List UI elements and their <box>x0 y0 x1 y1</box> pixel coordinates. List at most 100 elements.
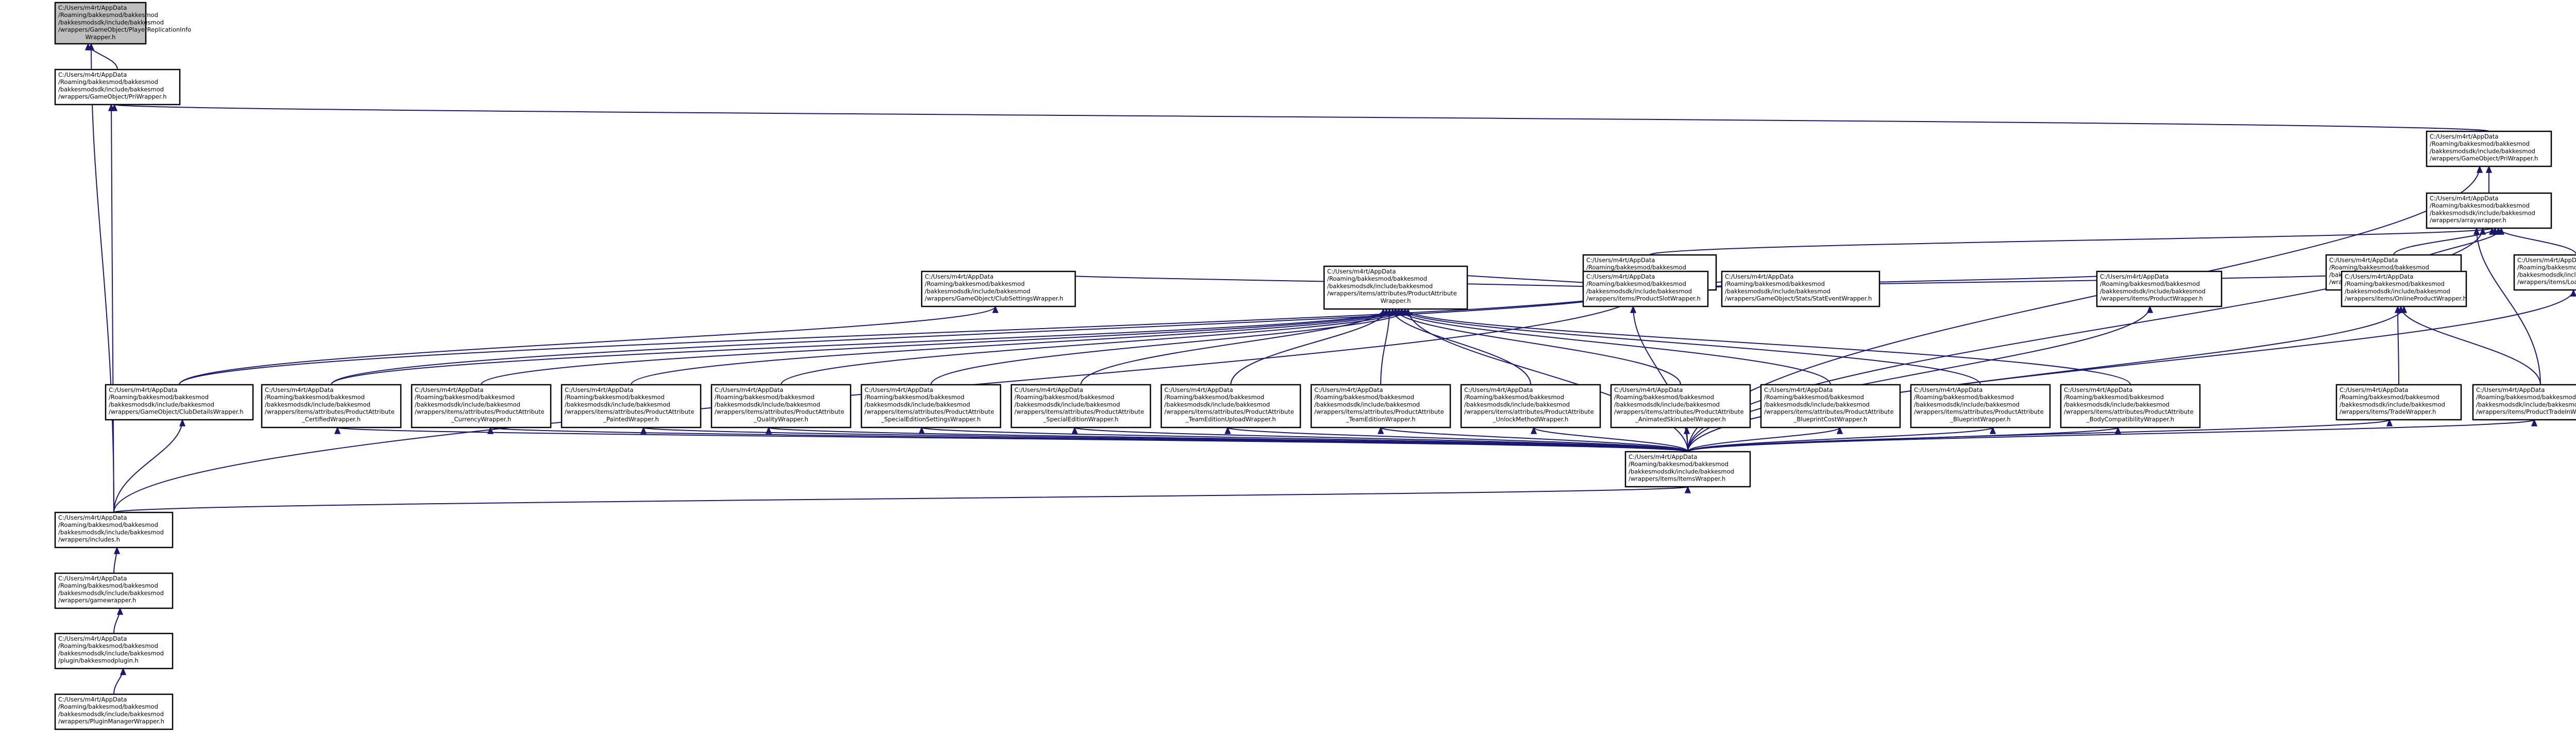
file-path-line: /bakkesmodsdk/include/bakkesmod <box>2517 271 2576 278</box>
file-path-line: /Roaming/bakkesmod/bakkesmod <box>58 78 158 85</box>
file-path-line: C:/Users/m4rt/AppData <box>1914 386 1982 393</box>
file-node-box[interactable] <box>54 693 174 730</box>
file-path-line: /bakkesmodsdk/include/bakkesmod <box>265 401 370 408</box>
file-node[interactable]: C:/Users/m4rt/AppData/Roaming/bakkesmod/… <box>1160 384 1301 429</box>
file-node-box[interactable] <box>54 2 147 45</box>
file-node-box[interactable] <box>1323 265 1468 310</box>
file-node[interactable]: C:/Users/m4rt/AppData/Roaming/bakkesmod/… <box>54 511 174 549</box>
edge-arrowhead <box>2400 305 2408 313</box>
file-path-line: /wrappers/items/attributes/ProductAttrib… <box>1914 408 2044 416</box>
file-node[interactable]: C:/Users/m4rt/AppData/Roaming/bakkesmod/… <box>1460 384 1601 429</box>
file-node[interactable]: C:/Users/m4rt/AppData/Roaming/bakkesmod/… <box>54 693 174 730</box>
file-node[interactable]: C:/Users/m4rt/AppData/Roaming/bakkesmod/… <box>2060 384 2201 429</box>
file-path-line: C:/Users/m4rt/AppData <box>865 386 933 393</box>
file-path-line: _UnlockMethodWrapper.h <box>1493 416 1569 423</box>
file-node[interactable]: C:/Users/m4rt/AppData/Roaming/bakkesmod/… <box>710 384 852 429</box>
file-node[interactable]: C:/Users/m4rt/AppData/Roaming/bakkesmod/… <box>2513 254 2576 291</box>
file-node[interactable]: C:/Users/m4rt/AppData/Roaming/bakkesmod/… <box>1310 384 1451 429</box>
file-node-box[interactable] <box>2341 270 2467 307</box>
file-path-line: /bakkesmodsdk/include/bakkesmod <box>2340 401 2445 408</box>
file-node[interactable]: C:/Users/m4rt/AppData/Roaming/bakkesmod/… <box>860 384 1002 429</box>
file-node-box[interactable] <box>1760 384 1901 429</box>
dependency-edge <box>2400 306 2541 385</box>
file-node-box[interactable] <box>1610 384 1751 429</box>
file-node[interactable]: C:/Users/m4rt/AppData/Roaming/bakkesmod/… <box>2472 384 2576 421</box>
file-node[interactable]: C:/Users/m4rt/AppData/Roaming/bakkesmod/… <box>2426 130 2552 167</box>
file-node-box[interactable] <box>860 384 1002 429</box>
file-node-box[interactable] <box>2335 384 2462 421</box>
file-node-box[interactable] <box>54 632 174 670</box>
file-path-line: /bakkesmodsdk/include/bakkesmod <box>865 401 970 408</box>
file-node-box[interactable] <box>1624 451 1751 488</box>
edge-arrowhead <box>179 419 186 426</box>
file-node[interactable]: C:/Users/m4rt/AppData/Roaming/bakkesmod/… <box>411 384 552 429</box>
file-path-line: /Roaming/bakkesmod/bakkesmod <box>58 703 158 710</box>
file-node-box[interactable] <box>1460 384 1601 429</box>
file-path-line: /wrappers/items/attributes/ProductAttrib… <box>865 408 994 416</box>
file-node-box[interactable] <box>1160 384 1301 429</box>
file-node-box[interactable] <box>411 384 552 429</box>
file-node[interactable]: C:/Users/m4rt/AppData/Roaming/bakkesmod/… <box>1624 451 1751 488</box>
file-path-line: C:/Users/m4rt/AppData <box>1586 273 1655 280</box>
file-node[interactable]: C:/Users/m4rt/AppData/Roaming/bakkesmod/… <box>54 68 181 106</box>
file-node[interactable]: C:/Users/m4rt/AppData/Roaming/bakkesmod/… <box>1910 384 2051 429</box>
file-node[interactable]: C:/Users/m4rt/AppData/Roaming/bakkesmod/… <box>921 270 1076 307</box>
file-path-line: /Roaming/bakkesmod/bakkesmod <box>1327 275 1427 282</box>
file-node-box[interactable] <box>2426 130 2552 167</box>
file-node-box[interactable] <box>1010 384 1151 429</box>
file-path-line: C:/Users/m4rt/AppData <box>2517 256 2576 264</box>
file-node-box[interactable] <box>2096 270 2223 307</box>
file-node[interactable]: C:/Users/m4rt/AppData/Roaming/bakkesmod/… <box>1610 384 1751 429</box>
file-path-line: /wrappers/items/attributes/ProductAttrib… <box>1327 290 1457 297</box>
file-node[interactable]: C:/Users/m4rt/AppData/Roaming/bakkesmod/… <box>105 384 254 421</box>
file-path-line: /wrappers/GameObject/PlayerReplicationIn… <box>58 26 191 33</box>
file-node-box[interactable] <box>921 270 1076 307</box>
file-path-line: /bakkesmodsdk/include/bakkesmod <box>1614 401 1720 408</box>
dependency-edge <box>1230 308 1387 385</box>
file-node-box[interactable] <box>2472 384 2576 421</box>
file-node[interactable]: C:/Users/m4rt/AppData/Roaming/bakkesmod/… <box>54 572 174 609</box>
root-file-node[interactable]: C:/Users/m4rt/AppData/Roaming/bakkesmod/… <box>54 2 191 45</box>
file-path-line: /bakkesmodsdk/include/bakkesmod <box>1014 401 1120 408</box>
file-path-line: C:/Users/m4rt/AppData <box>2064 386 2132 393</box>
file-path-line: C:/Users/m4rt/AppData <box>715 386 783 393</box>
file-node-box[interactable] <box>710 384 852 429</box>
file-path-line: C:/Users/m4rt/AppData <box>1764 386 1833 393</box>
file-node[interactable]: C:/Users/m4rt/AppData/Roaming/bakkesmod/… <box>2335 384 2462 421</box>
file-node[interactable]: C:/Users/m4rt/AppData/Roaming/bakkesmod/… <box>1582 270 1709 307</box>
file-path-line: /wrappers/items/attributes/ProductAttrib… <box>1314 408 1444 416</box>
dependency-edge <box>1380 427 1688 452</box>
file-node-box[interactable] <box>261 384 402 429</box>
file-node[interactable]: C:/Users/m4rt/AppData/Roaming/bakkesmod/… <box>2341 270 2467 307</box>
edge-arrowhead <box>113 546 121 554</box>
file-node-box[interactable] <box>54 68 181 106</box>
file-node[interactable]: C:/Users/m4rt/AppData/Roaming/bakkesmod/… <box>2426 192 2552 229</box>
file-node-box[interactable] <box>561 384 702 429</box>
file-node[interactable]: C:/Users/m4rt/AppData/Roaming/bakkesmod/… <box>1760 384 1901 429</box>
file-path-line: /wrappers/includes.h <box>58 536 120 543</box>
dependency-edge <box>113 486 1688 513</box>
file-node-box[interactable] <box>2513 254 2576 291</box>
file-node-box[interactable] <box>54 511 174 549</box>
file-node-box[interactable] <box>1310 384 1451 429</box>
file-node[interactable]: C:/Users/m4rt/AppData/Roaming/bakkesmod/… <box>1721 270 1880 307</box>
file-node-box[interactable] <box>1582 270 1709 307</box>
file-node-box[interactable] <box>1910 384 2051 429</box>
file-node[interactable]: C:/Users/m4rt/AppData/Roaming/bakkesmod/… <box>1323 265 1468 310</box>
file-node-box[interactable] <box>54 572 174 609</box>
edge-arrowhead <box>2531 419 2538 426</box>
file-path-line: C:/Users/m4rt/AppData <box>1314 386 1383 393</box>
file-node-box[interactable] <box>2426 192 2552 229</box>
file-node[interactable]: C:/Users/m4rt/AppData/Roaming/bakkesmod/… <box>2096 270 2223 307</box>
file-node-box[interactable] <box>105 384 254 421</box>
file-node-box[interactable] <box>1721 270 1880 307</box>
file-node[interactable]: C:/Users/m4rt/AppData/Roaming/bakkesmod/… <box>561 384 702 429</box>
file-node-box[interactable] <box>2060 384 2201 429</box>
file-node[interactable]: C:/Users/m4rt/AppData/Roaming/bakkesmod/… <box>1010 384 1151 429</box>
file-node[interactable]: C:/Users/m4rt/AppData/Roaming/bakkesmod/… <box>54 632 174 670</box>
dependency-edge <box>1533 427 1688 452</box>
file-path-line: /bakkesmodsdk/include/bakkesmod <box>1327 282 1433 289</box>
file-path-line: /bakkesmodsdk/include/bakkesmod <box>58 85 164 93</box>
file-node[interactable]: C:/Users/m4rt/AppData/Roaming/bakkesmod/… <box>261 384 402 429</box>
file-path-line: /Roaming/bakkesmod/bakkesmod <box>2329 264 2429 271</box>
